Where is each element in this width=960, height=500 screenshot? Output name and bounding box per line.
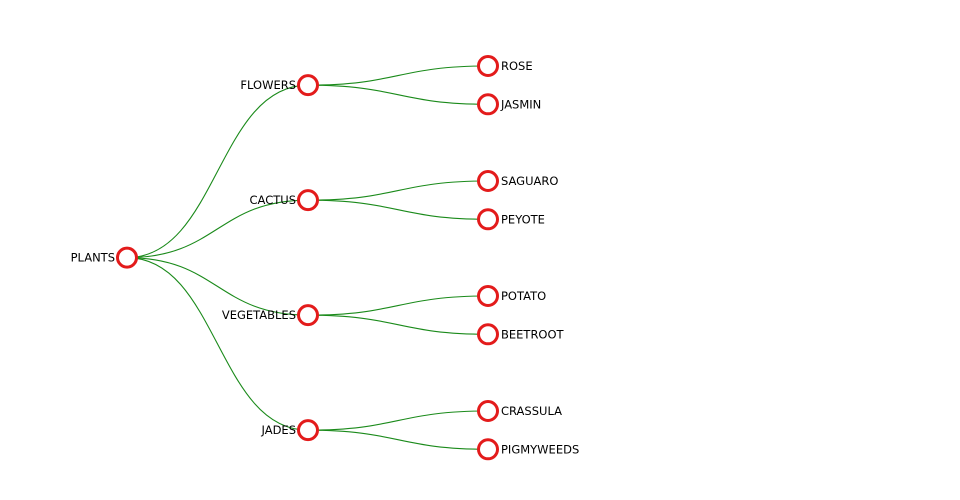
node-label-flowers: FLOWERS xyxy=(240,78,296,92)
tree-node-crassula[interactable]: CRASSULA xyxy=(477,400,563,422)
tree-node-potato[interactable]: POTATO xyxy=(477,285,547,307)
node-label-beetroot: BEETROOT xyxy=(501,327,565,341)
node-label-cactus: CACTUS xyxy=(250,193,296,207)
node-label-peyote: PEYOTE xyxy=(501,212,545,226)
tree-node-plants[interactable]: PLANTS xyxy=(71,246,138,269)
node-circle-icon[interactable] xyxy=(477,400,499,422)
link-cactus-to-peyote xyxy=(307,199,489,220)
tree-node-rose[interactable]: ROSE xyxy=(477,55,533,77)
link-flowers-to-rose xyxy=(307,65,489,86)
node-label-crassula: CRASSULA xyxy=(501,404,562,418)
node-circle-icon[interactable] xyxy=(477,93,499,116)
node-circle-icon[interactable] xyxy=(297,74,319,97)
node-label-plants: PLANTS xyxy=(71,251,115,265)
node-circle-icon[interactable] xyxy=(297,419,319,442)
node-label-rose: ROSE xyxy=(501,59,533,73)
link-flowers-to-jasmin xyxy=(307,84,489,105)
link-plants-to-flowers xyxy=(126,84,309,259)
link-jades-to-pigmyweeds xyxy=(307,429,489,450)
link-jades-to-crassula xyxy=(307,410,489,431)
node-label-saguaro: SAGUARO xyxy=(501,174,558,188)
node-circle-icon[interactable] xyxy=(477,55,499,77)
node-label-pigmyweeds: PIGMYWEEDS xyxy=(501,442,579,456)
tree-node-beetroot[interactable]: BEETROOT xyxy=(477,323,565,346)
tree-node-saguaro[interactable]: SAGUARO xyxy=(477,170,559,192)
node-circle-icon[interactable] xyxy=(297,304,319,327)
node-circle-icon[interactable] xyxy=(297,189,319,212)
tree-nodes: ROSE JASMIN FLOWERS SAGUARO PEYOTE CACTUS POTA… xyxy=(71,55,580,461)
tree-node-jasmin[interactable]: JASMIN xyxy=(477,93,542,116)
node-label-jades: JADES xyxy=(261,423,296,437)
link-vegetables-to-beetroot xyxy=(307,314,489,335)
node-circle-icon[interactable] xyxy=(477,438,499,461)
link-vegetables-to-potato xyxy=(307,295,489,316)
tree-node-jades[interactable]: JADES xyxy=(261,419,319,442)
node-label-vegetables: VEGETABLES xyxy=(222,308,296,322)
link-plants-to-cactus xyxy=(126,199,309,259)
tree-node-vegetables[interactable]: VEGETABLES xyxy=(222,304,319,327)
node-circle-icon[interactable] xyxy=(477,285,499,307)
tree-node-flowers[interactable]: FLOWERS xyxy=(240,74,319,97)
link-cactus-to-saguaro xyxy=(307,180,489,201)
link-plants-to-jades xyxy=(126,257,309,431)
link-plants-to-vegetables xyxy=(126,257,309,316)
node-label-potato: POTATO xyxy=(501,289,546,303)
tree-node-pigmyweeds[interactable]: PIGMYWEEDS xyxy=(477,438,580,461)
node-circle-icon[interactable] xyxy=(116,246,138,269)
tree-links xyxy=(126,65,489,450)
node-label-jasmin: JASMIN xyxy=(500,97,541,111)
node-circle-icon[interactable] xyxy=(477,170,499,192)
tree-node-cactus[interactable]: CACTUS xyxy=(250,189,319,212)
node-circle-icon[interactable] xyxy=(477,208,499,231)
node-circle-icon[interactable] xyxy=(477,323,499,346)
tree-node-peyote[interactable]: PEYOTE xyxy=(477,208,545,231)
